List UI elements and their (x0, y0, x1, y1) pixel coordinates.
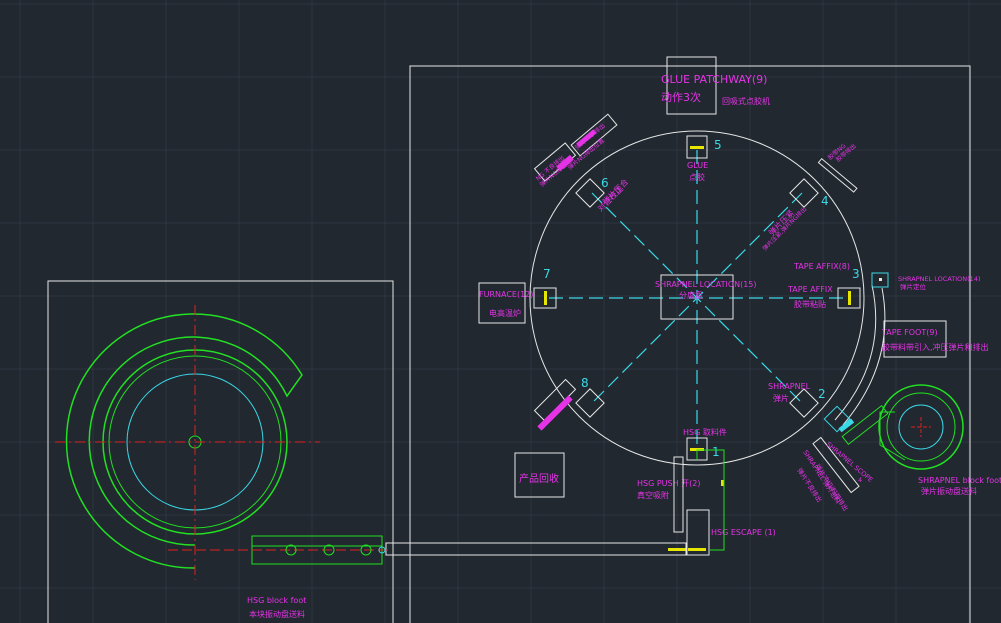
label-tape-foot-cn: 胶带料带引入,冲压弹片和排出 (882, 342, 989, 352)
label-glue-cn: 点胶 (689, 172, 705, 182)
tape-sensor (871, 272, 889, 288)
hsg-bowl (55, 305, 390, 580)
station-number-4: 4 (821, 194, 829, 208)
table-axes (549, 150, 845, 446)
label-shrapnel-cn: 弹片 (773, 393, 789, 403)
label-shrapnel-location: SHRAPNEL LOCATION(15) (655, 280, 757, 289)
station-number-6: 6 (601, 176, 609, 190)
label-product-recycle: 产品回收 (519, 472, 559, 485)
label-diag-3: 弹片冲切/料带排出 (813, 462, 850, 512)
label-tape-foot: TAPE FOOT(9) (881, 328, 938, 337)
label-tape-affix-cn: 胶带粘贴 (794, 299, 826, 309)
glue-patchway-box (666, 56, 717, 115)
label-hsg-push-cn: 真空吸附 (637, 490, 669, 500)
ng-chute-fills (537, 129, 597, 431)
label-shrapnel-loc-14: SHRAPNEL LOCATION(14) (898, 275, 981, 283)
label-hsg-block-foot-cn: 本块振动盘送料 (249, 609, 305, 619)
hsg-conveyor (385, 449, 725, 556)
label-shrapnel: SHRAPNEL (768, 382, 811, 391)
label-furnace-cn: 电高温炉 (489, 308, 521, 318)
shrapnel-track (841, 404, 889, 446)
station-fixtures (533, 135, 861, 461)
label-glue: GLUE (687, 161, 708, 170)
title-machine: 回吸式点胶机 (722, 96, 770, 106)
label-hsg-escape: HSG ESCAPE (1) (711, 528, 776, 537)
tape-feed-arc (834, 284, 886, 426)
label-tape-affix-8: TAPE AFFIX(8) (793, 262, 850, 271)
label-furnace: FURNACE(12) (479, 290, 533, 299)
title-main: GLUE PATCHWAY(9) (661, 73, 767, 86)
left-frame (47, 280, 394, 623)
center-hub (660, 274, 734, 320)
label-shrapnel-block-foot: SHRAPNEL block foot (918, 476, 1001, 485)
label-scope-num: 4 (858, 476, 862, 484)
furnace-box (478, 282, 526, 324)
label-shrapnel-loc-14-cn: 弹片定位 (900, 282, 927, 291)
label-shrapnel-block-foot-cn: 弹片振动盘送料 (921, 486, 977, 496)
title-sub: 动作3次 (661, 90, 701, 104)
main-frame (409, 65, 971, 623)
label-hsg-block-foot: HSG block foot (247, 596, 306, 605)
station-number-3: 3 (852, 267, 860, 281)
ng-chute-right (817, 157, 858, 193)
station-number-7: 7 (543, 267, 551, 281)
label-hsg-push: HSG PUSH 开(2) (637, 479, 700, 488)
label-station4-cn2: 弹片压紧,弹片NG排出 (761, 205, 808, 252)
station-number-8: 8 (581, 376, 589, 390)
label-shrapnel-location-cn: 分度盘 (679, 290, 703, 300)
product-recycle-box (514, 452, 565, 498)
shrapnel-track-fill (838, 418, 855, 433)
rotary-table (529, 130, 865, 466)
shrapnel-bowl (878, 384, 964, 470)
label-shrapnel-scope: SHRAPNEL SCOPE (825, 440, 875, 483)
tape-sensor-dot (879, 278, 882, 281)
label-hsg-pick: HSG 取料件 (683, 427, 727, 437)
station-number-1: 1 (712, 445, 720, 459)
station-number-5: 5 (714, 138, 722, 152)
station-number-2: 2 (818, 387, 826, 401)
label-tape-affix: TAPE AFFIX (787, 285, 833, 294)
